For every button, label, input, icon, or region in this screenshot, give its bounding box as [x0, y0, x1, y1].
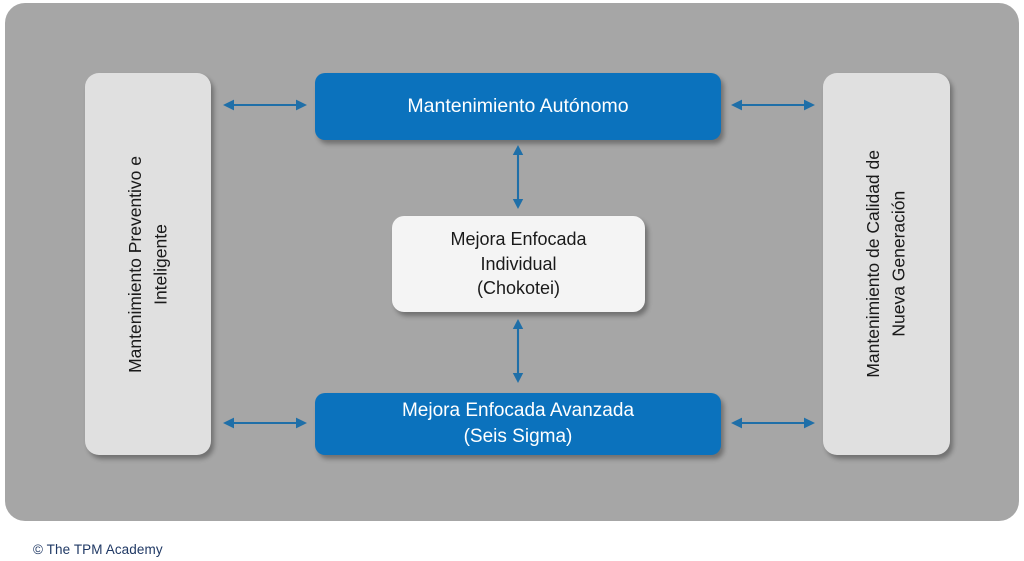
connector-right-bottom-double-arrow-icon	[731, 411, 815, 435]
node-preventive-maintenance-label: Mantenimiento Preventivo e Inteligente	[124, 155, 170, 373]
node-preventive-maintenance[interactable]: Mantenimiento Preventivo e Inteligente	[85, 73, 211, 455]
node-focused-improvement-individual[interactable]: Mejora Enfocada Individual (Chokotei)	[392, 216, 645, 312]
node-focused-improvement-advanced-label: Mejora Enfocada Avanzada (Seis Sigma)	[401, 400, 635, 447]
connector-center-top-double-arrow-icon	[507, 145, 529, 209]
connector-right-top-double-arrow-icon	[731, 93, 815, 117]
connector-left-bottom-double-arrow-icon	[223, 411, 307, 435]
diagram-canvas: Mantenimiento Preventivo e Inteligente M…	[5, 3, 1019, 521]
footer-credit: © The TPM Academy	[33, 542, 163, 557]
node-focused-improvement-individual-label: Mejora Enfocada Individual (Chokotei)	[450, 228, 587, 299]
node-autonomous-maintenance[interactable]: Mantenimiento Autónomo	[315, 73, 721, 140]
node-autonomous-maintenance-label: Mantenimiento Autónomo	[407, 95, 629, 117]
node-focused-improvement-advanced[interactable]: Mejora Enfocada Avanzada (Seis Sigma)	[315, 393, 721, 455]
node-quality-maintenance-label: Mantenimiento de Calidad de Nueva Genera…	[863, 150, 909, 378]
connector-left-top-double-arrow-icon	[223, 93, 307, 117]
node-quality-maintenance[interactable]: Mantenimiento de Calidad de Nueva Genera…	[823, 73, 950, 455]
connector-center-bottom-double-arrow-icon	[507, 319, 529, 383]
